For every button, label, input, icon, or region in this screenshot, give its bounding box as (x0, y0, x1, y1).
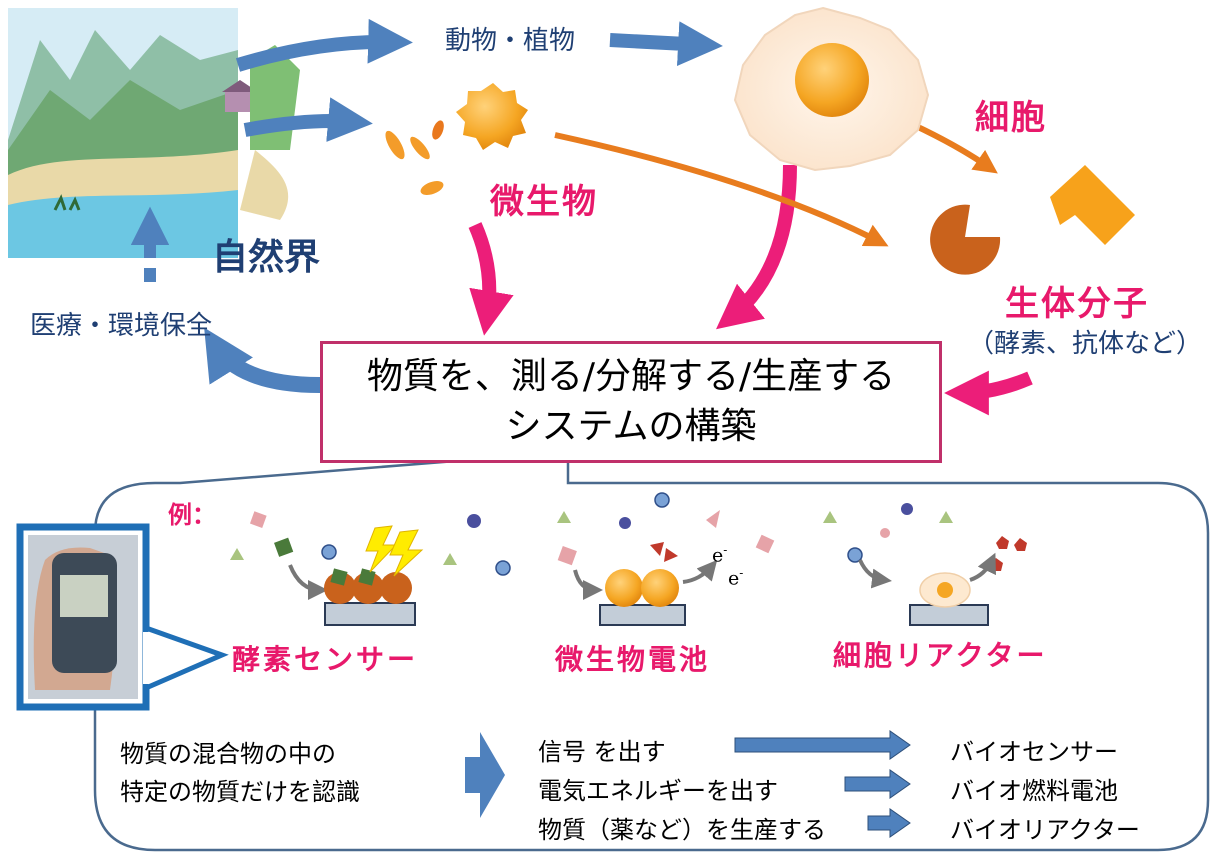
electron-label-1: e- (712, 543, 728, 567)
microbe-cluster (385, 83, 528, 195)
system-construction-box: 物質を、測る/分解する/生産する システムの構築 (320, 341, 942, 463)
row-action-electricity: 電気エネルギーを出す (538, 777, 778, 805)
label-nature: 自然界 (212, 237, 321, 278)
main-box-line2: システムの構築 (505, 406, 757, 447)
row-result-biosensor: バイオセンサー (950, 738, 1118, 766)
cell-illustration (733, 6, 930, 172)
row-action-production: 物質（薬など）を生産する (538, 816, 826, 844)
example-prefix: 例： (168, 501, 216, 529)
electron-label-2: e- (728, 566, 744, 590)
microbial-fuel-cell-label: 微生物電池 (555, 643, 711, 676)
enzyme-sensor-illustration (288, 525, 424, 626)
bottom-left-line2: 特定の物質だけを認識 (120, 778, 360, 806)
enzyme-sensor-label: 酵素センサー (232, 643, 419, 676)
bottom-arrows (465, 730, 911, 838)
row-result-biofuel-cell: バイオ燃料電池 (950, 777, 1118, 805)
glucose-meter-photo (16, 523, 229, 711)
label-cell: 細胞 (975, 98, 1047, 138)
blue-arrows (130, 18, 723, 393)
label-microbe: 微生物 (490, 182, 598, 222)
label-biomolecule-examples: （酵素、抗体など） (968, 329, 1203, 359)
microbe-sun (456, 83, 528, 150)
label-animals-plants: 動物・植物 (445, 26, 576, 56)
cell-reactor-label: 細胞リアクター (833, 639, 1048, 672)
biomolecule-shapes (930, 165, 1135, 275)
row-result-bioreactor: バイオリアクター (950, 816, 1140, 844)
bottom-left-line1: 物質の混合物の中の (120, 740, 336, 768)
label-biomolecule: 生体分子 (1005, 284, 1149, 324)
main-box-line1: 物質を、測る/分解する/生産する (366, 356, 896, 397)
pink-arrows (468, 164, 1033, 416)
cell-reactor-illustration (858, 552, 996, 626)
row-action-signal: 信号 を出す (538, 738, 666, 766)
label-medical-environment: 医療・環境保全 (30, 311, 213, 341)
scattered-molecules (230, 492, 1027, 576)
microbial-cell-illustration (573, 559, 718, 626)
